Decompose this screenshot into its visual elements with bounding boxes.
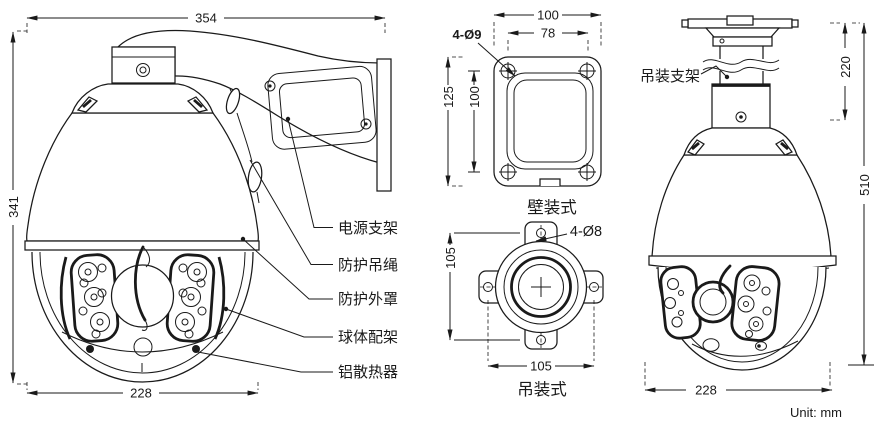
wall-plate-title: 壁装式 (527, 198, 577, 217)
dome-top-cover (71, 83, 214, 114)
dome-upper-body (651, 154, 832, 258)
flange-holes (480, 225, 602, 348)
dome-upper-body (25, 112, 260, 242)
dim-220-label: 220 (838, 56, 853, 78)
dim-105v-label: 105 (443, 247, 458, 269)
dim-plate-inner-width: 78 (507, 26, 589, 53)
part-labels: 电源支架 防护吊绳 防护外罩 球体配架 铝散热器 (197, 116, 398, 381)
base-screw-icon (192, 345, 200, 353)
bracket-recess-panel (267, 65, 377, 150)
camera-lens-window (110, 264, 175, 328)
dim-width-top: 354 (26, 11, 386, 33)
wall-mount-view: 354 341 228 电源支架 防护吊绳 防护外罩 (6, 11, 398, 401)
label-protective-cover: 防护外罩 (338, 291, 398, 308)
dim-354-label: 354 (195, 11, 217, 26)
dim-510-label: 510 (857, 174, 872, 196)
panel-screw-icon (264, 80, 276, 92)
label-aluminum-heatsink: 铝散热器 (338, 364, 398, 381)
dim-105h-label: 105 (530, 359, 552, 374)
ceiling-mount-view: 吊装支架 220 510 228 (640, 15, 874, 398)
dim-height-left: 341 (6, 30, 27, 385)
dim-228r-label: 228 (695, 383, 717, 398)
dim-total-height: 510 (848, 22, 874, 366)
dim-width-bottom-left: 228 (26, 382, 259, 401)
block-screw-icon (136, 63, 150, 77)
plate-bottom-notch (539, 178, 561, 186)
base-hole (755, 341, 767, 351)
label-power-bracket: 电源支架 (338, 220, 398, 237)
hole-note-4d9: 4-Ø9 (453, 27, 482, 42)
bracket-label: 吊装支架 (640, 65, 730, 85)
unit-note: Unit: mm (790, 405, 842, 420)
dim-78-label: 78 (541, 26, 555, 41)
dim-plate-outer-width: 100 (493, 8, 602, 46)
base-center-hole (133, 337, 153, 357)
dim-125-label: 125 (441, 86, 456, 108)
ir-led-panel-right (730, 265, 781, 342)
protective-rope-carabiner (225, 87, 263, 204)
camera-lens-window (691, 280, 735, 324)
dim-100-label: 100 (537, 8, 559, 23)
ceiling-pendant-bracket (681, 15, 799, 129)
adapter-screw-icon (735, 111, 747, 123)
wall-flange (376, 58, 392, 192)
dim-width-bottom-right: 228 (644, 362, 833, 398)
bracket-mount-block (111, 46, 176, 84)
vent-slot-icon (687, 139, 705, 156)
dim-plate-holes: 4-Ø9 (453, 27, 516, 77)
dome-camera-front (24, 83, 260, 383)
wall-bracket-arm (111, 29, 392, 192)
hole-note-4d8: 4-Ø8 (570, 224, 602, 240)
dim-ceiling-height: 105 (443, 232, 520, 341)
label-hanging-bracket: 吊装支架 (640, 68, 700, 85)
label-protective-rope: 防护吊绳 (338, 257, 398, 274)
tube-break-line (702, 58, 780, 65)
tube-adapter (711, 83, 771, 129)
dome-camera-side (648, 127, 837, 371)
base-screw-icon (86, 345, 94, 353)
safety-rope (134, 245, 147, 322)
wall-plate-view: 100 78 4-Ø9 125 100 壁装式 (441, 8, 602, 217)
dim-tube-length: 220 (830, 22, 853, 121)
label-sphere-frame: 球体配架 (338, 329, 398, 346)
dim-341-label: 341 (6, 196, 21, 218)
vent-slot-icon (775, 139, 793, 156)
dim-228-label: 228 (130, 386, 152, 401)
base-hole (702, 338, 720, 352)
ceiling-plate-view: 4-Ø8 105 105 吊装式 (443, 221, 604, 399)
dim-ceiling-width: 105 (487, 300, 595, 374)
dim-100v-label: 100 (467, 86, 482, 108)
dim-plate-inner-height: 100 (467, 70, 482, 173)
dim-plate-outer-height: 125 (441, 56, 464, 187)
safety-rope (718, 264, 732, 295)
dim-ceiling-holes: 4-Ø8 (535, 224, 602, 242)
panel-screw-icon (360, 118, 372, 130)
ceiling-plate-title: 吊装式 (517, 380, 567, 399)
dome-top-cover (683, 127, 798, 156)
